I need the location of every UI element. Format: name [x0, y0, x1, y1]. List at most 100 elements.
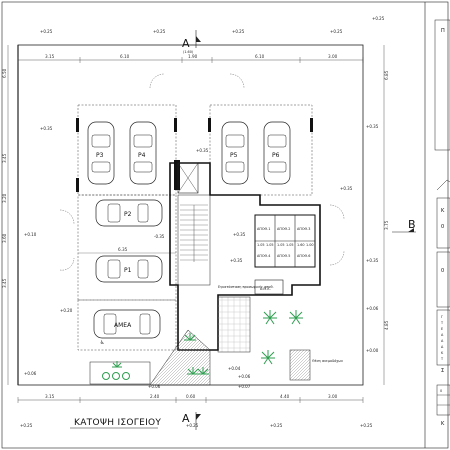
storage-dim: 1.05 — [277, 243, 285, 247]
storage-label: ΑΠΟΘ.6 — [297, 254, 310, 258]
planter-bed — [89, 361, 151, 385]
level-mark: +0.04 — [228, 366, 241, 371]
level-mark: +0.25 — [20, 423, 33, 428]
car-p6: P6 — [263, 121, 291, 185]
dim-top: 6.10 — [120, 54, 130, 59]
level-mark: +0.25 — [186, 423, 199, 428]
storage-label: ΑΠΟΘ.5 — [277, 254, 290, 258]
storage-dim: 1.05 — [286, 243, 294, 247]
top-levels: +0.25 +0.25 +0.25 +0.25 +0.25 — [40, 16, 385, 34]
storage-label: ΑΠΟΘ.3 — [297, 227, 310, 231]
title-block-letter: Δ — [441, 345, 444, 349]
level-mark: +0.25 — [232, 29, 245, 34]
dim-right: 3.75 — [384, 220, 389, 230]
dim-bottom: 0.60 — [186, 394, 196, 399]
storage-dim: 1.60 — [297, 243, 305, 247]
amk-room: Α.Μ.Κ. — [254, 279, 284, 295]
dim-top: 1.90 — [188, 54, 198, 59]
section-b-label: B — [408, 218, 416, 231]
level-mark: +0.06 — [148, 384, 161, 389]
car-p2: P2 — [95, 199, 163, 227]
parking-label: P3 — [96, 152, 104, 159]
title-block-letter: Κ — [441, 421, 445, 427]
dim-right: 4.85 — [384, 320, 389, 330]
storage-dim: 1.00 — [306, 243, 314, 247]
title-block-number: 0 — [440, 389, 442, 393]
drawing-title: ΚΑΤΟΨΗ ΙΣΟΓΕΙΟΥ — [74, 418, 161, 428]
level-mark: +0.35 — [196, 148, 209, 153]
amk-label: Α.Μ.Κ. — [260, 287, 271, 291]
section-a-top-label: A — [182, 37, 190, 50]
bins-note: Εγκατάσταση προσωρινής αποθ. — [218, 285, 274, 289]
section-a-bottom-label: A — [182, 412, 190, 425]
level-mark: +0.25 — [153, 29, 166, 34]
level-mark: +0.35 — [340, 186, 353, 191]
dim-left: 3.20 — [2, 193, 7, 203]
title-block-letter: Α — [441, 339, 444, 343]
level-mark: +0.25 — [270, 423, 283, 428]
parking-label: P5 — [230, 152, 238, 159]
title-block-letter: Τ — [440, 321, 444, 325]
storage-block: ΑΠΟΘ.1 ΑΠΟΘ.2 ΑΠΟΘ.3 ΑΠΟΘ.4 ΑΠΟΘ.5 ΑΠΟΘ.… — [254, 214, 316, 268]
building-core — [169, 162, 321, 351]
wheelchair-icon: ♿ — [100, 340, 104, 346]
dim-bottom: 3.00 — [328, 394, 338, 399]
car-p3: P3 — [87, 121, 115, 185]
dim-left: 6.50 — [2, 68, 7, 78]
parking-label: P6 — [272, 152, 280, 159]
title-block-number: 0 — [441, 268, 444, 274]
parking-label: P4 — [138, 152, 146, 159]
storage-dim: 1.05 — [266, 243, 274, 247]
dim-bottom: 3.15 — [45, 394, 55, 399]
level-mark: +0.20 — [60, 308, 73, 313]
level-mark: +0.25 — [372, 16, 385, 21]
title-block-letter: Σ — [441, 368, 444, 374]
storage-label: ΑΠΟΘ.4 — [257, 254, 270, 258]
title-block-letter: Κ — [441, 351, 444, 355]
dim-right: 6.85 — [384, 70, 389, 80]
level-mark: +0.25 — [330, 29, 343, 34]
dim-bottom: 2.40 — [150, 394, 160, 399]
storage-label: ΑΠΟΘ.2 — [277, 227, 290, 231]
bottom-dimension-line: 3.15 2.40 0.60 4.40 3.00 — [17, 394, 364, 403]
level-mark: -0.35 — [154, 234, 165, 239]
plants — [102, 310, 303, 380]
section-a-top: A — [182, 30, 201, 50]
center-levels: +0.35 +0.35 -0.35 +0.35 — [154, 148, 246, 263]
dim-top: 3.15 — [45, 54, 55, 59]
level-mark: +0.06 — [366, 306, 379, 311]
left-dimension-line: 6.50 3.45 3.20 3.60 3.45 — [2, 45, 9, 385]
title-block-number: 0 — [441, 224, 444, 230]
right-levels: +0.35 +0.35 +0.35 +0.06 +0.00 — [340, 124, 379, 353]
dim-top: 6.10 — [255, 54, 265, 59]
dim-left: 3.45 — [2, 278, 7, 288]
dim-left: 3.60 — [2, 233, 7, 243]
level-mark: +0.35 — [40, 126, 53, 131]
level-mark: +0.10 — [24, 232, 37, 237]
dim-top-ref: (1.60) — [183, 50, 194, 54]
car-p4: P4 — [129, 121, 157, 185]
parking-label: P2 — [124, 211, 132, 218]
section-b: B — [392, 218, 416, 233]
wall-stubs — [76, 118, 313, 192]
level-mark: +0.35 — [230, 258, 243, 263]
level-mark: +0.35 — [366, 258, 379, 263]
parking-label: P1 — [124, 267, 132, 274]
dim-top: 3.00 — [328, 54, 338, 59]
ramp-area — [149, 296, 311, 386]
left-levels: +0.35 +0.10 +0.20 — [24, 126, 73, 313]
level-mark: +0.06 — [24, 371, 37, 376]
garden-note: Θέση ανεμοδόχων — [312, 359, 343, 363]
right-dimension-line: 6.85 3.75 4.85 — [383, 45, 389, 385]
title-block: Π Κ 0 0 Γ Τ Ε Α Α Δ Κ Τ Σ 0 Κ — [434, 19, 450, 427]
top-dimension-line: 3.15 6.10 1.90 6.10 3.00 (1.60) — [17, 50, 364, 63]
title-block-letter: Κ — [441, 208, 445, 214]
title-block-letter: Τ — [440, 357, 444, 361]
parking-label: ΑΜΕΑ — [114, 322, 132, 329]
level-mark: +0.07 — [238, 384, 251, 389]
storage-dim: 1.05 — [257, 243, 265, 247]
parking-area — [77, 104, 313, 351]
title-block-letter: Α — [441, 333, 444, 337]
level-mark: +0.00 — [366, 348, 379, 353]
